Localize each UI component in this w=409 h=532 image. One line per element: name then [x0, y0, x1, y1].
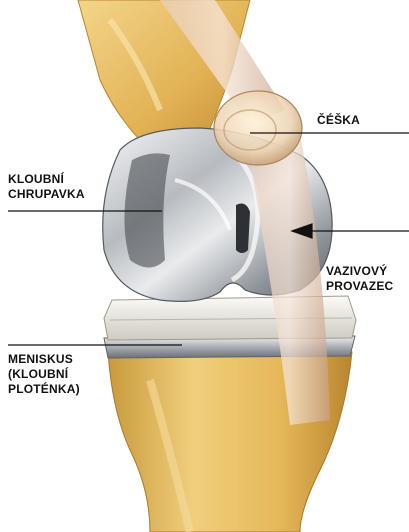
label-patella: ČÉŠKA [317, 113, 360, 128]
label-cartilage: KLOUBNÍ CHRUPAVKA [8, 172, 85, 202]
label-ligament: VAZIVOVÝ PROVAZEC [326, 264, 393, 294]
label-meniscus: MENISKUS (KLOUBNÍ PLOTÉNKA) [8, 352, 80, 397]
patella [214, 91, 302, 165]
